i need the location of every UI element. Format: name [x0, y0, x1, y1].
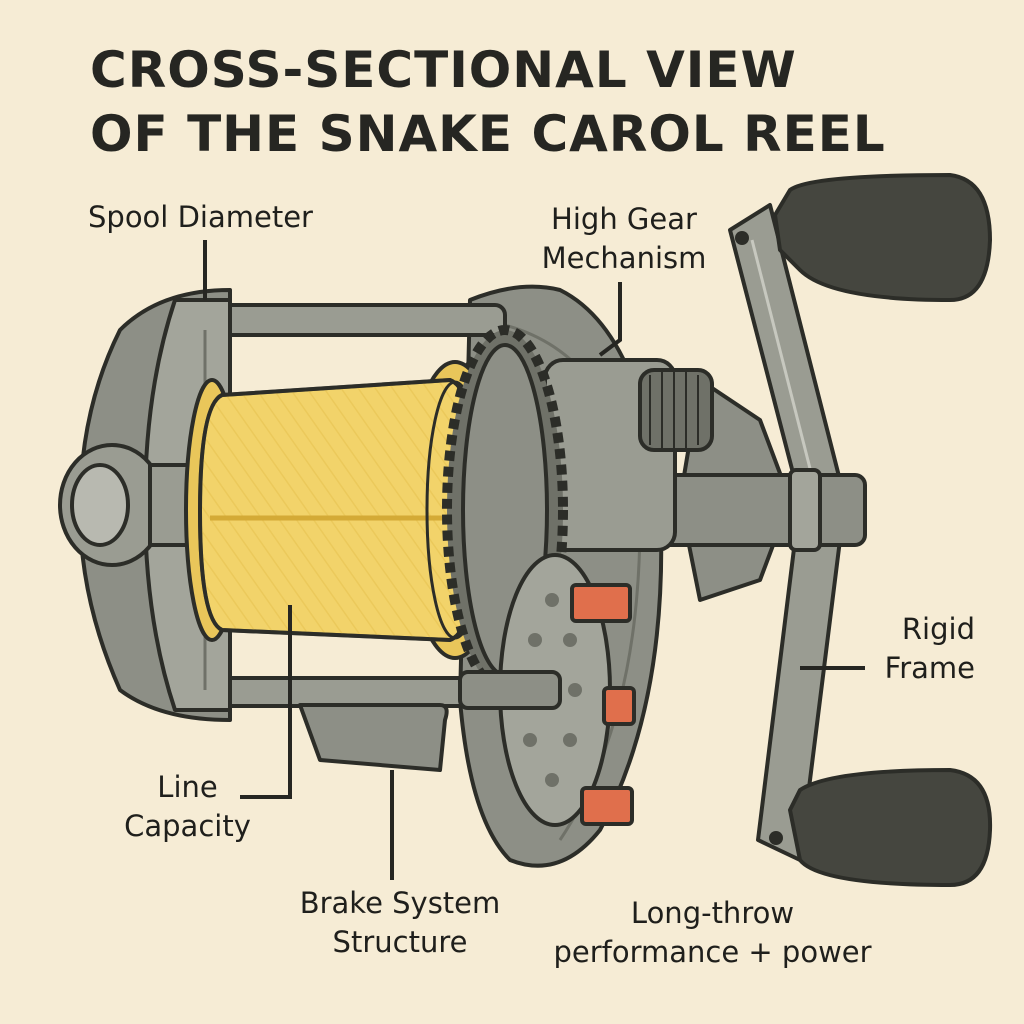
title-line-2: OF THE SNAKE CAROL REEL [90, 105, 886, 163]
reel-body [58, 284, 714, 868]
rigid-frame-line-2: Frame [884, 651, 975, 685]
handle-knob-top [773, 173, 992, 302]
handle-assembly [648, 173, 993, 887]
brake-block-1 [570, 583, 632, 623]
handle-shaft [648, 473, 867, 547]
label-brake-system-structure: Brake System Structure [275, 884, 525, 962]
brake-system-line-1: Brake System [299, 886, 501, 920]
handle-knob-bottom [788, 768, 993, 887]
brake-system-line-2: Structure [332, 925, 468, 959]
drag-knob [638, 368, 714, 452]
label-line-capacity: Line Capacity [100, 768, 275, 846]
rigid-frame-line-1: Rigid [901, 612, 975, 646]
diagram-title: CROSS-SECTIONAL VIEW OF THE SNAKE CAROL … [90, 38, 886, 166]
brake-block-3 [580, 786, 634, 826]
label-long-throw-performance: Long-throw performance + power [535, 894, 890, 972]
leader-line-capacity [240, 605, 292, 799]
line-capacity-line-1: Line [157, 770, 218, 804]
label-high-gear-mechanism: High Gear Mechanism [524, 200, 724, 278]
leader-lines [203, 240, 865, 880]
title-line-1: CROSS-SECTIONAL VIEW [90, 41, 797, 99]
high-gear-line-2: Mechanism [541, 241, 707, 275]
thumb-bar [298, 703, 449, 772]
top-rail [193, 303, 507, 337]
leader-high-gear [598, 282, 622, 357]
line-capacity-line-2: Capacity [124, 809, 251, 843]
label-spool-diameter: Spool Diameter [88, 200, 313, 234]
high-gear-line-1: High Gear [551, 202, 697, 236]
brake-block-2 [602, 686, 636, 726]
label-rigid-frame: Rigid Frame [860, 610, 975, 688]
long-throw-line-1: Long-throw [630, 896, 795, 930]
long-throw-line-2: performance + power [553, 935, 872, 969]
